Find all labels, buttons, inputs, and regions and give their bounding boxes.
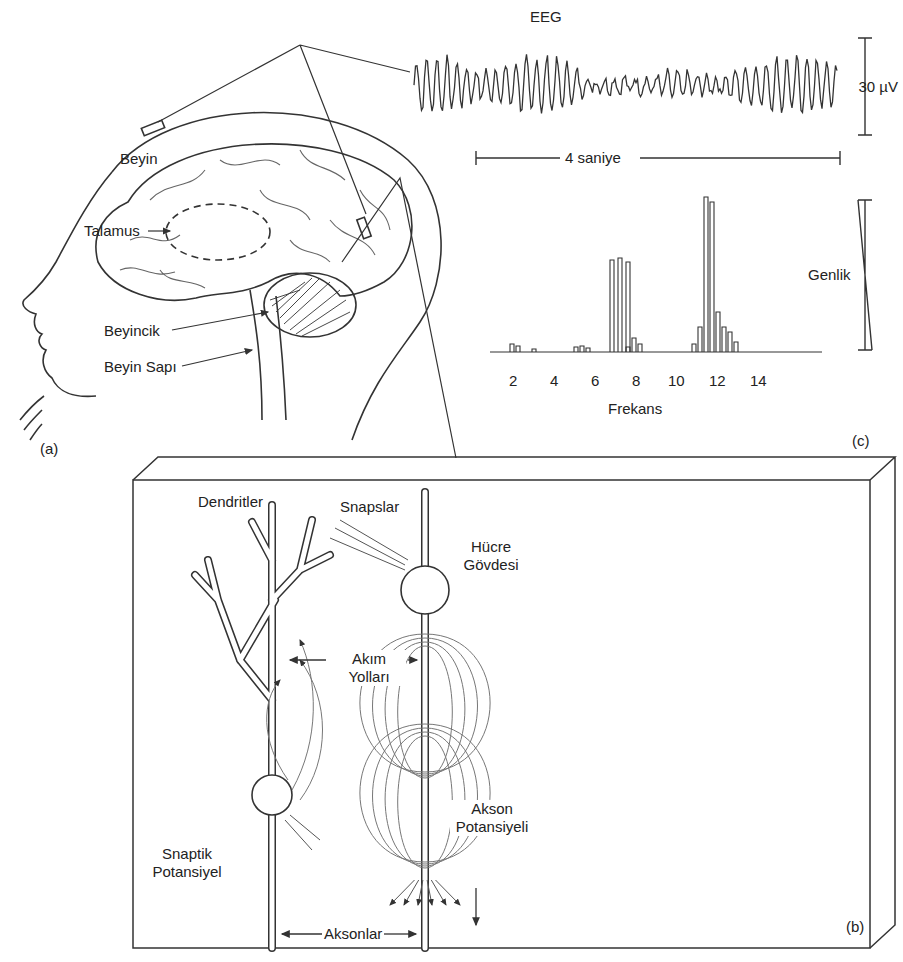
panel-letter: (c)	[852, 432, 870, 450]
spectrum-bar	[516, 346, 520, 352]
current-path	[425, 736, 452, 868]
neurons	[195, 492, 490, 948]
spectrum-bar	[722, 327, 726, 352]
spectrum-bar	[618, 258, 622, 352]
part-name: Beyin	[120, 150, 158, 168]
spectrum-bar	[716, 312, 720, 352]
inset-box	[133, 457, 895, 948]
spectrum-bar	[728, 332, 732, 352]
part-name: Hücre Gövdesi	[454, 538, 528, 574]
axis-label: Frekans	[608, 400, 662, 418]
part-name: Beyin Sapı	[104, 358, 177, 376]
current-path	[360, 724, 425, 862]
current-arrow	[427, 880, 432, 905]
spectrum-bar	[580, 346, 584, 352]
current-path	[425, 646, 452, 778]
current-path	[425, 638, 478, 774]
current-arrow	[418, 880, 423, 905]
spectrum-bar	[710, 202, 714, 352]
spectrum-bar	[638, 344, 642, 352]
tick-label: 10	[668, 372, 685, 390]
current-arrow	[404, 880, 419, 905]
pointer-arrows	[282, 660, 476, 934]
spectrum-bar	[574, 347, 578, 352]
spectrum-bar	[586, 348, 590, 352]
part-name: Aksonlar	[322, 925, 384, 943]
part-name: Talamus	[84, 222, 140, 240]
signal-title: EEG	[530, 8, 562, 26]
tick-label: 12	[709, 372, 726, 390]
current-path	[425, 724, 490, 862]
part-name: Akım Yolları	[332, 650, 406, 686]
leader-lines	[148, 231, 268, 366]
current-path	[425, 728, 478, 864]
part-name: Dendritler	[196, 493, 265, 511]
spectrum-bar	[532, 349, 536, 352]
tick-label: 4	[550, 372, 558, 390]
panel-letter: (a)	[40, 440, 58, 458]
head-figure	[20, 113, 441, 440]
current-path	[398, 736, 425, 868]
tick-label: 14	[750, 372, 767, 390]
spectrum-bar	[698, 327, 702, 352]
panel-letter: (b)	[846, 918, 864, 936]
spectrum-bar	[692, 344, 696, 352]
spectrum-bar	[626, 347, 630, 352]
spectrum	[490, 197, 822, 352]
tick-label: 8	[632, 372, 640, 390]
scale-label: 30 µV	[859, 78, 899, 96]
part-name: Snapslar	[338, 498, 401, 516]
part-name: Snaptik Potansiyel	[145, 845, 229, 881]
spectrum-bar	[626, 262, 630, 352]
part-name: Akson Potansiyeli	[450, 800, 534, 836]
scale-bars	[476, 38, 872, 350]
spectrum-bar	[632, 338, 636, 352]
part-name: Beyincik	[104, 322, 160, 340]
axis-label: Genlik	[808, 266, 851, 284]
tick-label: 2	[509, 372, 517, 390]
scale-label: 4 saniye	[565, 149, 621, 167]
current-path	[425, 732, 465, 866]
current-path	[425, 634, 490, 772]
eeg-trace	[414, 54, 837, 113]
spectrum-bar	[704, 197, 708, 352]
current-arrow	[436, 880, 461, 905]
spectrum-bar	[510, 344, 514, 352]
tick-label: 6	[591, 372, 599, 390]
current-path	[385, 732, 425, 866]
current-path	[373, 728, 426, 864]
spectrum-bar	[610, 260, 614, 352]
electrode-wires	[158, 45, 456, 458]
spectrum-bar	[734, 342, 738, 352]
